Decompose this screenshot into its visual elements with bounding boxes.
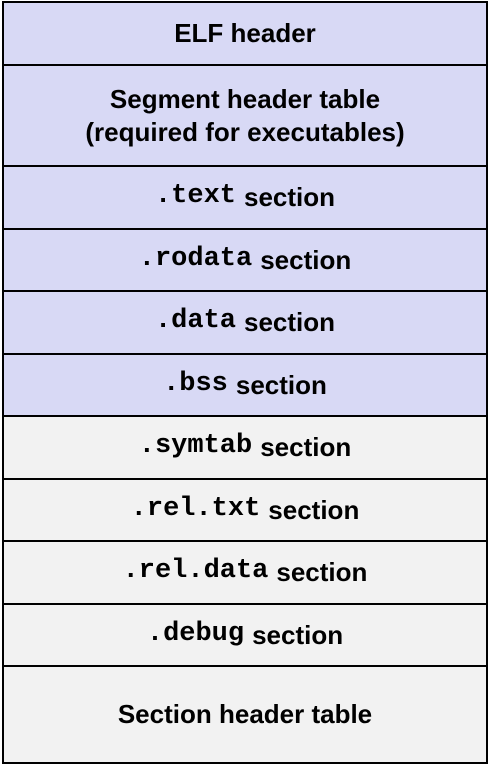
bss-section-suffix: section <box>235 369 327 400</box>
elf-header-block: ELF header <box>4 3 486 66</box>
segment-header-table-block: Segment header table (required for execu… <box>4 66 486 167</box>
rel-txt-section-suffix: section <box>268 494 360 525</box>
debug-section-name: .debug <box>146 618 245 649</box>
section-header-table-label: Section header table <box>117 699 373 730</box>
segment-header-table-label: Segment header table <box>109 84 381 114</box>
rel-txt-section-block: .rel.txt section <box>4 479 486 542</box>
debug-section-block: .debug section <box>4 604 486 667</box>
rel-data-section-suffix: section <box>276 557 368 587</box>
bss-section-name: .bss <box>163 368 228 399</box>
data-section-suffix: section <box>243 307 336 337</box>
text-section-name: .text <box>154 181 236 212</box>
elf-header-label: ELF header <box>174 18 316 49</box>
segment-header-table-note: (required for executables) <box>85 116 405 147</box>
segment-header-table-text: Segment header table (required for execu… <box>85 83 404 148</box>
text-section-block: .text section <box>4 167 486 230</box>
rel-txt-section-name: .rel.txt <box>130 493 261 524</box>
rodata-section-block: .rodata section <box>4 229 486 292</box>
symtab-section-block: .symtab section <box>4 417 486 480</box>
section-header-table-block: Section header table <box>4 667 486 762</box>
rel-data-section-name: .rel.data <box>122 556 269 587</box>
rodata-section-suffix: section <box>260 244 352 275</box>
rel-data-section-block: .rel.data section <box>4 542 486 605</box>
data-section-name: .data <box>154 306 236 337</box>
debug-section-suffix: section <box>252 619 344 650</box>
bss-section-block: .bss section <box>4 354 486 417</box>
symtab-section-name: .symtab <box>138 431 253 462</box>
symtab-section-suffix: section <box>260 432 352 462</box>
data-section-block: .data section <box>4 292 486 355</box>
text-section-suffix: section <box>243 182 336 212</box>
rodata-section-name: .rodata <box>138 243 253 274</box>
